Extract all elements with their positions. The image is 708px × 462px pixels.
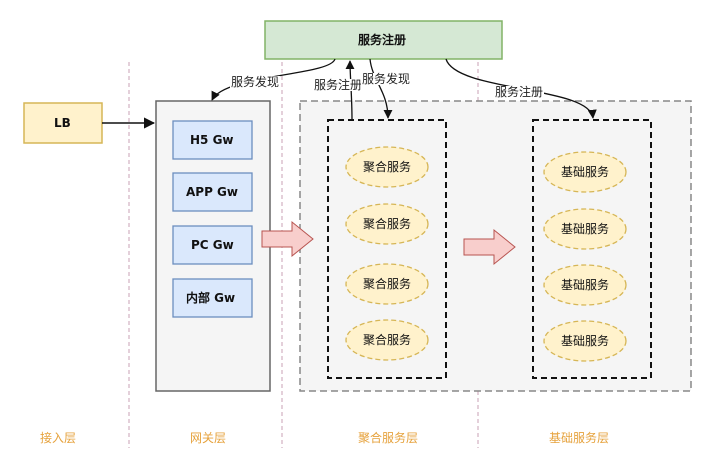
aggregate-service-ellipse xyxy=(345,203,429,245)
layer-label-aggregate: 聚合服务层 xyxy=(358,431,419,445)
edge-label-aggregate-discovery: 服务发现 xyxy=(361,72,412,86)
aggregate-service-label: 聚合服务 xyxy=(363,277,412,291)
aggregate-service-ellipse xyxy=(345,319,429,361)
basic-service-label: 基础服务 xyxy=(561,165,610,179)
edge-label-gateway-discovery: 服务发现 xyxy=(230,75,281,89)
basic-service-ellipse xyxy=(543,208,627,250)
registry-box xyxy=(264,20,503,60)
edge-label-aggregate-register: 服务注册 xyxy=(313,78,364,92)
gateway-label: H5 Gw xyxy=(190,133,234,147)
aggregate-discovery-arrow xyxy=(369,58,393,119)
basic-service-label: 基础服务 xyxy=(561,334,610,348)
layer-label-access: 接入层 xyxy=(40,431,77,445)
basic-service-ellipse xyxy=(543,151,627,193)
registry-label: 服务注册 xyxy=(358,33,407,47)
flow-arrow-aggregate-to-basic xyxy=(463,228,516,266)
basic-service-ellipse xyxy=(543,320,627,362)
layer-label-gateway: 网关层 xyxy=(190,431,227,445)
gateway-box xyxy=(172,225,253,265)
gateway-box xyxy=(172,172,253,212)
aggregate-service-ellipse xyxy=(345,263,429,305)
gateway-box xyxy=(172,120,253,160)
gateway-box xyxy=(172,278,253,318)
aggregate-service-ellipse xyxy=(345,146,429,188)
aggregate-group xyxy=(327,119,447,379)
basic-service-label: 基础服务 xyxy=(561,222,610,236)
gateway-label: 内部 Gw xyxy=(186,291,236,305)
aggregate-service-label: 聚合服务 xyxy=(363,217,412,231)
aggregate-service-label: 聚合服务 xyxy=(363,160,412,174)
gateway-label: PC Gw xyxy=(191,238,234,252)
gateway-label: APP Gw xyxy=(186,185,238,199)
lb-label: LB xyxy=(54,116,71,130)
basic-service-label: 基础服务 xyxy=(561,278,610,292)
basic-group xyxy=(532,119,652,379)
basic-service-ellipse xyxy=(543,264,627,306)
edge-label-basic-register: 服务注册 xyxy=(494,85,545,99)
aggregate-service-label: 聚合服务 xyxy=(363,333,412,347)
flow-arrow-gateway-to-aggregate xyxy=(261,220,314,258)
layer-label-basic: 基础服务层 xyxy=(549,431,610,445)
